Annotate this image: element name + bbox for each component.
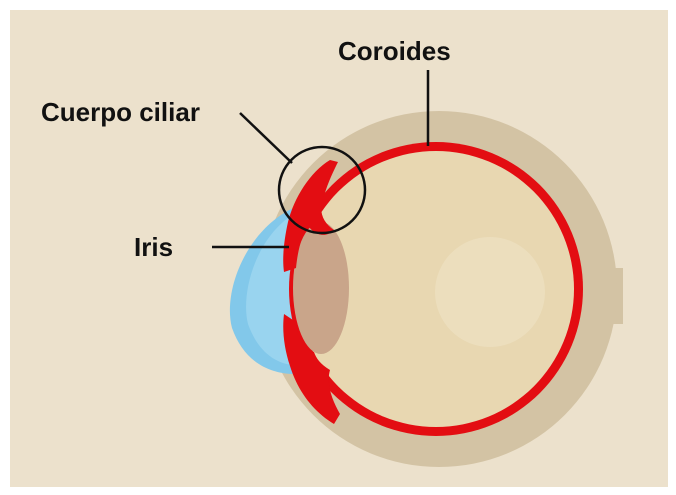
- lens: [293, 222, 349, 354]
- label-cuerpo-ciliar: Cuerpo ciliar: [41, 97, 200, 127]
- label-coroides: Coroides: [338, 36, 451, 66]
- retina-highlight: [435, 237, 545, 347]
- label-iris: Iris: [134, 232, 173, 262]
